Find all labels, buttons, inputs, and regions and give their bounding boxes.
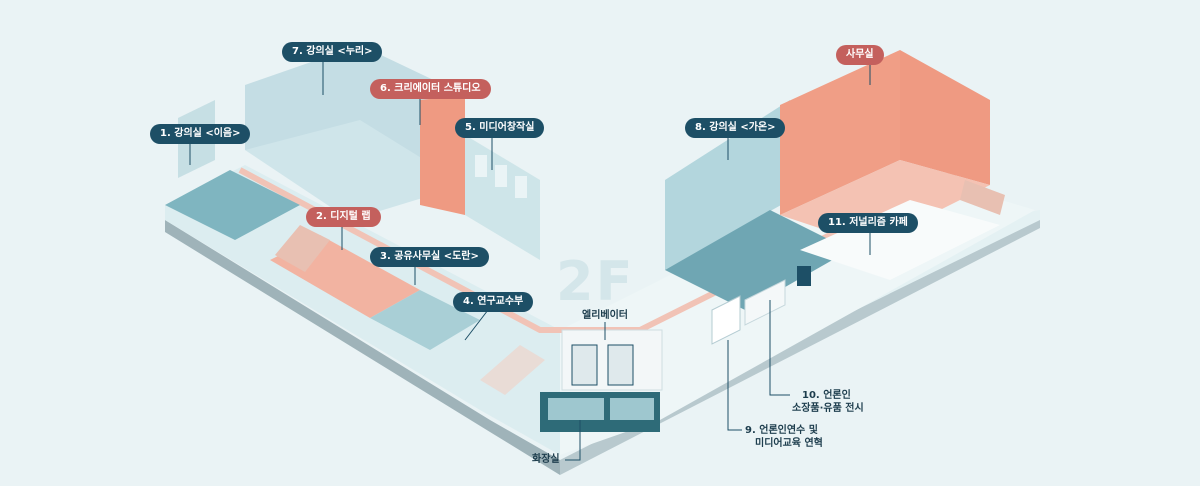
leader-room9 bbox=[727, 340, 742, 431]
label-room6[interactable]: 6. 크리에이터 스튜디오 bbox=[370, 79, 491, 99]
label-room11[interactable]: 11. 저널리즘 카페 bbox=[818, 213, 918, 233]
cafe-floor bbox=[800, 200, 1000, 280]
label-room9[interactable]: 9. 언론인연수 및 미디어교육 연혁 bbox=[745, 424, 823, 450]
label-room5[interactable]: 5. 미디어창작실 bbox=[455, 118, 545, 138]
label-room9-line1: 9. 언론인연수 및 bbox=[745, 425, 818, 436]
exhibit-cases bbox=[744, 279, 786, 326]
leader-room4 bbox=[464, 309, 489, 341]
room8-floor bbox=[665, 210, 850, 310]
label-room2[interactable]: 2. 디지털 랩 bbox=[306, 207, 381, 227]
room5-window-3 bbox=[515, 176, 527, 198]
stairs-bottom bbox=[480, 345, 545, 395]
label-room4[interactable]: 4. 연구교수부 bbox=[453, 292, 534, 312]
room1-floor bbox=[165, 170, 300, 240]
room7-floor bbox=[245, 120, 465, 220]
elevator-door-1 bbox=[571, 344, 598, 386]
label-room3[interactable]: 3. 공유사무실 <도란> bbox=[370, 247, 489, 267]
room5-window-1 bbox=[475, 155, 487, 177]
restroom-window bbox=[548, 398, 604, 420]
label-room8[interactable]: 8. 강의실 <가온> bbox=[685, 118, 786, 138]
room6-wall bbox=[420, 95, 465, 215]
label-room1[interactable]: 1. 강의실 <이음> bbox=[150, 124, 251, 144]
leader-room10 bbox=[769, 300, 790, 396]
label-room10-line2: 소장품·유품 전시 bbox=[792, 403, 864, 414]
room8-wall bbox=[665, 100, 790, 270]
leader-restroom bbox=[565, 420, 581, 461]
stairs-right bbox=[960, 180, 1005, 215]
floor-slab-right bbox=[560, 215, 1040, 475]
label-elevator[interactable]: 엘리베이터 bbox=[582, 310, 628, 321]
room5-wall bbox=[465, 135, 540, 260]
elevator-door-2 bbox=[607, 344, 634, 386]
floor-slab-left bbox=[165, 220, 560, 475]
restroom-window-2 bbox=[610, 398, 654, 420]
stairs-left bbox=[275, 225, 330, 272]
room5-window-2 bbox=[495, 165, 507, 187]
room3-floor bbox=[370, 290, 480, 350]
floor-watermark: 2F bbox=[556, 250, 635, 313]
label-room9-line2: 미디어교육 연혁 bbox=[755, 438, 823, 449]
exhibit-board bbox=[711, 295, 741, 345]
label-room7[interactable]: 7. 강의실 <누리> bbox=[282, 42, 383, 62]
office-wall-right bbox=[900, 50, 990, 185]
coffee-machine bbox=[797, 266, 811, 286]
label-office[interactable]: 사무실 bbox=[836, 45, 884, 65]
label-room10-line1: 10. 언론인 bbox=[802, 390, 851, 401]
label-room10[interactable]: 10. 언론인 소장품·유품 전시 bbox=[792, 389, 864, 415]
label-restroom[interactable]: 화장실 bbox=[532, 454, 560, 465]
